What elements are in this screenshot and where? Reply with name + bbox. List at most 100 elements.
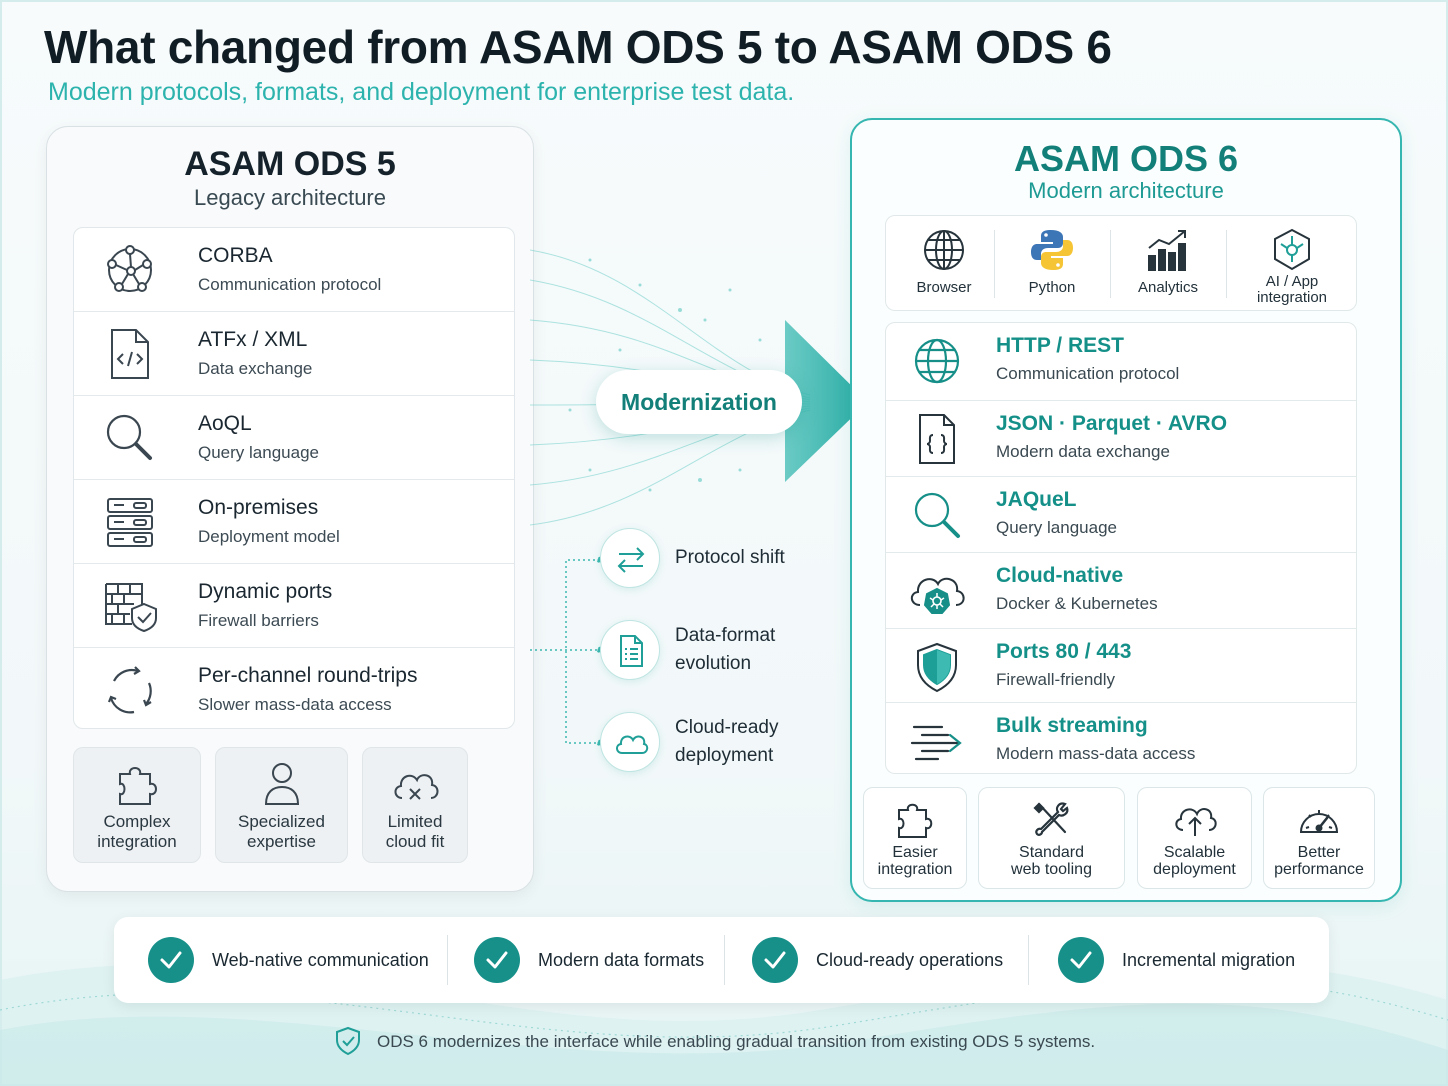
tool-python: Python xyxy=(994,216,1110,312)
ods5-chip-expertise: Specialized expertise xyxy=(215,747,348,863)
ods5-panel: ASAM ODS 5 Legacy architecture CORBA Com… xyxy=(46,126,534,892)
firewall-shield-icon xyxy=(105,583,157,632)
network-nodes-icon xyxy=(107,245,152,292)
ods6-row-title: HTTP / REST xyxy=(996,334,1124,357)
python-icon xyxy=(1031,230,1073,270)
ods6-row-subtitle: Communication protocol xyxy=(996,364,1180,383)
code-file-icon xyxy=(111,329,149,379)
tool-analytics: Analytics xyxy=(1110,216,1226,312)
ods6-row-subtitle: Docker & Kubernetes xyxy=(996,594,1158,613)
step-label: Cloud-ready deployment xyxy=(675,717,779,766)
tool-label: Analytics xyxy=(1137,279,1199,296)
ods6-chip-label: Easier integration xyxy=(877,844,953,878)
ods5-row-title: CORBA xyxy=(198,244,273,267)
ods5-row-corba: CORBA Communication protocol xyxy=(74,228,514,312)
ods6-chip-label: Standard web tooling xyxy=(1011,844,1092,878)
benefit-label: Incremental migration xyxy=(1122,950,1296,970)
ods6-subtitle: Modern architecture xyxy=(1028,178,1224,203)
step-icon-circle xyxy=(600,620,660,680)
magnifier-icon xyxy=(106,414,152,460)
step-cloud-ready: Cloud-ready deployment xyxy=(600,712,820,776)
ods5-feature-list: CORBA Communication protocol ATFx / XML … xyxy=(73,227,515,729)
benefit-divider xyxy=(447,935,448,985)
ods6-row-http: HTTP / REST Communication protocol xyxy=(886,323,1356,401)
benefit-divider xyxy=(1028,935,1029,985)
ods6-row-jaquel: JAQueL Query language xyxy=(886,477,1356,553)
ods5-chip-label: Specialized expertise xyxy=(238,812,325,851)
ods6-row-streaming: Bulk streaming Modern mass-data access xyxy=(886,703,1356,773)
swap-arrows-icon xyxy=(617,547,645,573)
ods6-row-title: Bulk streaming xyxy=(996,714,1148,737)
gauge-icon xyxy=(1299,810,1339,833)
ods6-row-title: Cloud-native xyxy=(996,564,1124,587)
bar-chart-icon xyxy=(1148,230,1186,271)
step-data-format: Data-format evolution xyxy=(600,620,820,684)
tool-divider xyxy=(1110,230,1111,298)
puzzle-icon xyxy=(898,803,933,838)
check-circle-icon xyxy=(752,937,798,983)
ods6-chip-tooling: Standard web tooling xyxy=(978,787,1125,889)
benefit-label: Cloud-ready operations xyxy=(816,950,1004,970)
ods6-chip-easier: Easier integration xyxy=(863,787,967,889)
ods6-row-subtitle: Query language xyxy=(996,518,1117,537)
ods6-row-subtitle: Modern mass-data access xyxy=(996,744,1196,763)
ods6-row-title: JSON · Parquet · AVRO xyxy=(996,412,1228,435)
ods5-row-title: Dynamic ports xyxy=(198,580,333,603)
ods6-tool-strip: Browser Python Analytics xyxy=(885,215,1357,311)
cloud-icon xyxy=(616,735,649,754)
step-protocol-shift: Protocol shift xyxy=(600,528,820,592)
ai-cube-icon xyxy=(1274,228,1310,271)
cycle-arrows-icon xyxy=(107,666,152,714)
ods5-row-title: Per-channel round-trips xyxy=(198,664,418,687)
tool-divider xyxy=(994,230,995,298)
server-rack-icon xyxy=(107,498,153,547)
ods5-row-subtitle: Slower mass-data access xyxy=(198,695,392,714)
cloud-upload-icon xyxy=(1174,808,1217,836)
step-icon-circle xyxy=(600,712,660,772)
benefit-label: Modern data formats xyxy=(538,950,705,970)
ods6-row-subtitle: Modern data exchange xyxy=(996,442,1170,461)
page-subtitle: Modern protocols, formats, and deploymen… xyxy=(48,78,795,106)
tool-label: AI / App integration xyxy=(1256,273,1328,306)
ods5-title: ASAM ODS 5 xyxy=(184,145,396,183)
tool-label: Python xyxy=(1028,279,1076,296)
ods5-row-subtitle: Data exchange xyxy=(198,359,313,378)
tools-icon xyxy=(1032,802,1068,836)
page-title: What changed from ASAM ODS 5 to ASAM ODS… xyxy=(44,21,1112,73)
person-icon xyxy=(264,763,299,805)
step-label: Data-format evolution xyxy=(675,625,776,674)
ods6-row-title: JAQueL xyxy=(996,488,1077,511)
transition-connector xyxy=(530,556,604,747)
ods5-row-aoql: AoQL Query language xyxy=(74,396,514,480)
ods5-subtitle: Legacy architecture xyxy=(194,185,386,210)
ods5-row-title: ATFx / XML xyxy=(198,328,308,351)
ods5-row-ports: Dynamic ports Firewall barriers xyxy=(74,564,514,648)
ods6-row-subtitle: Firewall-friendly xyxy=(996,670,1116,689)
ods5-row-subtitle: Deployment model xyxy=(198,527,340,546)
cloud-x-icon xyxy=(394,774,439,800)
check-circle-icon xyxy=(1058,937,1104,983)
ods6-row-ports: Ports 80 / 443 Firewall-friendly xyxy=(886,629,1356,703)
puzzle-icon xyxy=(119,767,157,805)
shield-icon xyxy=(917,642,957,693)
step-icon-circle xyxy=(600,528,660,588)
ods6-chip-label: Better performance xyxy=(1274,844,1364,878)
document-icon xyxy=(620,635,643,667)
shield-check-icon xyxy=(336,1026,360,1056)
footer-text: ODS 6 modernizes the interface while ena… xyxy=(377,1032,1096,1051)
ods5-row-onprem: On-premises Deployment model xyxy=(74,480,514,564)
ods5-row-subtitle: Query language xyxy=(198,443,319,462)
ods6-panel: ASAM ODS 6 Modern architecture Browser P… xyxy=(850,118,1402,902)
check-circle-icon xyxy=(148,937,194,983)
tool-divider xyxy=(1226,230,1227,298)
tool-browser: Browser xyxy=(886,216,1002,312)
check-circle-icon xyxy=(474,937,520,983)
ods5-row-roundtrips: Per-channel round-trips Slower mass-data… xyxy=(74,648,514,728)
ods6-row-cloud: Cloud-native Docker & Kubernetes xyxy=(886,553,1356,629)
benefit-divider xyxy=(724,935,725,985)
json-file-icon xyxy=(919,414,955,464)
tool-ai-integration: AI / App integration xyxy=(1234,216,1350,312)
modernization-label: Modernization xyxy=(596,370,802,434)
ods6-feature-list: HTTP / REST Communication protocol JSON … xyxy=(885,322,1357,774)
magnifier-icon xyxy=(914,492,960,538)
